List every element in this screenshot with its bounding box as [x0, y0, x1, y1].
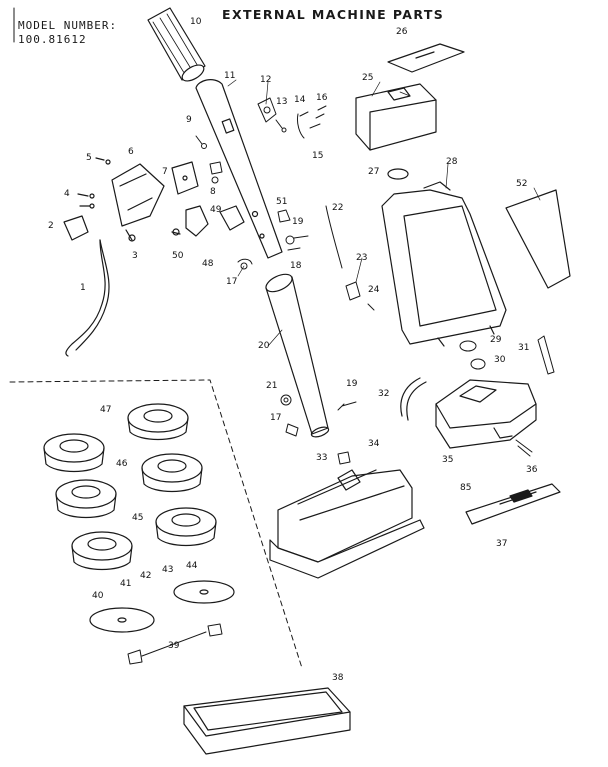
model-number-label: MODEL NUMBER: [18, 19, 118, 32]
part-label: 17 [226, 277, 237, 287]
part-label: 11 [224, 71, 235, 81]
leader-lines [227, 79, 541, 347]
part-label: 6 [128, 147, 134, 157]
bumper-bar [465, 483, 561, 525]
part-label: 9 [186, 115, 192, 125]
solution-tank [381, 181, 507, 347]
part-label: 12 [260, 75, 271, 85]
machine-base [269, 469, 425, 579]
part-label: 42 [140, 571, 151, 581]
part-label: 15 [312, 151, 323, 161]
part-label: 46 [116, 459, 128, 469]
part-label: 30 [494, 355, 506, 365]
polishing-pads [89, 580, 235, 633]
part-label: 4 [64, 189, 70, 199]
part-label: 45 [132, 513, 143, 523]
top-cover [355, 83, 437, 151]
part-label: 14 [294, 95, 306, 105]
part-label: 34 [368, 439, 380, 449]
lower-handle-tube [265, 273, 330, 438]
side-panel [505, 189, 571, 289]
part-label: 47 [100, 405, 111, 415]
cord-clip [325, 205, 375, 311]
model-number-block: MODEL NUMBER: 100.81612 [18, 19, 117, 47]
part-label: 19 [292, 217, 304, 227]
part-label: 33 [316, 453, 327, 463]
part-label: 19 [346, 379, 358, 389]
part-label: 85 [460, 483, 471, 493]
part-label: 39 [168, 641, 180, 651]
part-label: 10 [190, 17, 202, 27]
right-hardware [459, 335, 555, 375]
cap [387, 168, 409, 180]
part-label: 29 [490, 335, 502, 345]
part-label: 20 [258, 341, 270, 351]
upper-hardware [195, 97, 327, 270]
part-label: 51 [276, 197, 287, 207]
part-label: 26 [396, 27, 408, 37]
part-label: 25 [362, 73, 373, 83]
part-label: 2 [48, 221, 54, 231]
part-label: 37 [496, 539, 507, 549]
part-label: 17 [270, 413, 281, 423]
power-cord-inner [75, 239, 110, 351]
part-label: 38 [332, 673, 344, 683]
part-label: 18 [290, 261, 302, 271]
power-cord [65, 239, 106, 357]
part-label: 5 [86, 153, 92, 163]
handle-plate [387, 43, 465, 73]
diagram-title: EXTERNAL MACHINE PARTS [222, 7, 445, 22]
part-label: 22 [332, 203, 343, 213]
part-label: 36 [526, 465, 538, 475]
part-label: 32 [378, 389, 389, 399]
part-label: 50 [172, 251, 184, 261]
part-label: 43 [162, 565, 173, 575]
part-label: 7 [162, 167, 168, 177]
part-label: 52 [516, 179, 527, 189]
handle-grip [147, 7, 206, 82]
screws [515, 439, 533, 457]
part-label: 48 [202, 259, 214, 269]
part-label: 40 [92, 591, 104, 601]
knob [337, 451, 351, 465]
part-label: 31 [518, 343, 529, 353]
part-label: 44 [186, 561, 198, 571]
part-label: 24 [368, 285, 380, 295]
part-label: 35 [442, 455, 453, 465]
brush-kit-boundary [9, 379, 303, 669]
part-label: 13 [276, 97, 287, 107]
part-label: 28 [446, 157, 458, 167]
part-label: 1 [80, 283, 86, 293]
lower-hardware [280, 394, 357, 437]
switch-bracket [63, 157, 245, 242]
part-label: 8 [210, 187, 216, 197]
part-label: 23 [356, 253, 367, 263]
storage-tray [183, 687, 351, 755]
pump-assembly [435, 379, 537, 449]
upper-handle-tube [195, 79, 283, 259]
clips [127, 623, 223, 665]
part-label: 16 [316, 93, 328, 103]
part-label: 49 [210, 205, 222, 215]
part-label: 41 [120, 579, 131, 589]
model-number-value: 100.81612 [18, 33, 87, 46]
part-label: 3 [132, 251, 138, 261]
brush-pads [43, 403, 217, 571]
hose [400, 377, 427, 421]
part-label: 27 [368, 167, 379, 177]
part-label: 21 [266, 381, 277, 391]
part-labels: 1 2 3 4 5 6 7 8 9 10 11 12 13 14 15 16 1… [48, 17, 538, 683]
